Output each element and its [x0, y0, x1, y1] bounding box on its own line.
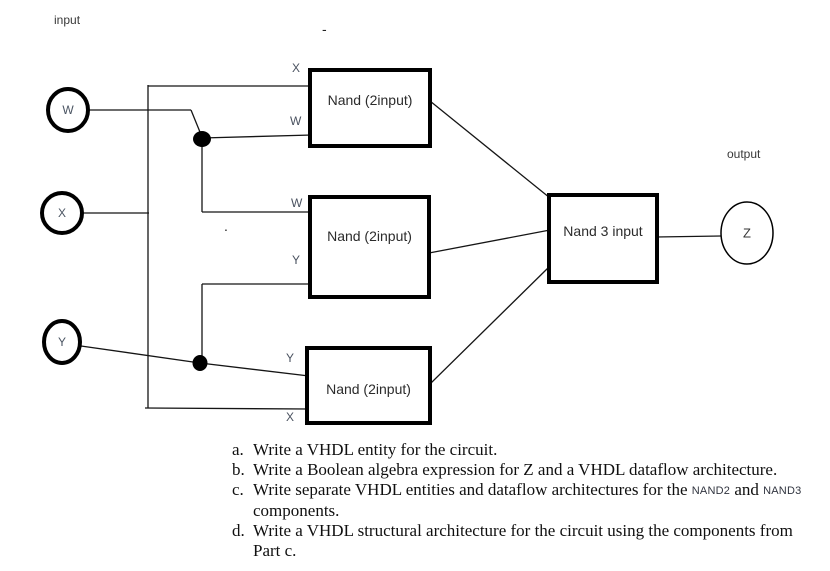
- question-d-letter: d.: [232, 521, 245, 540]
- wire-gate3-output: [430, 265, 551, 384]
- question-b-letter: b.: [232, 460, 245, 479]
- gate4-nand3-box: [547, 193, 659, 284]
- stray-dot-mark: .: [224, 218, 228, 234]
- gate3-port-y-label: Y: [286, 351, 295, 365]
- question-c: c. Write separate VHDL entities and data…: [232, 480, 801, 501]
- gate4-label: Nand 3 input: [563, 223, 643, 239]
- questions-list: a. Write a VHDL entity for the circuit. …: [232, 440, 801, 561]
- question-c-cont-text: components.: [253, 501, 340, 520]
- gate1-port-x-label: X: [292, 61, 301, 75]
- wire-y-to-gate3: [199, 362, 310, 377]
- junction-dots-layer: [192, 131, 211, 371]
- wire-x-to-gate3: [144, 407, 310, 410]
- wire-y-diagonal-1: [80, 345, 201, 364]
- output-node-z-label: Z: [743, 225, 751, 241]
- output-node-z-circle: [720, 201, 774, 265]
- question-d-cont-text: Part c.: [253, 541, 297, 560]
- question-c-text: Write separate VHDL entities and dataflo…: [253, 480, 801, 501]
- question-d-text: Write a VHDL structural architecture for…: [253, 521, 793, 540]
- gates-layer: [305, 68, 659, 425]
- gate3-nand2-box: [305, 346, 432, 425]
- wire-gate2-output: [428, 229, 551, 254]
- junction-dot-w: [193, 131, 211, 147]
- nodes-layer: [40, 87, 774, 365]
- input-caption: input: [54, 13, 81, 27]
- nand3-component-name: NAND3: [763, 485, 802, 497]
- question-d-continuation: Part c.: [232, 541, 801, 561]
- input-node-w-circle: [46, 87, 90, 133]
- gate1-nand2-box: [308, 68, 432, 148]
- gate3-label: Nand (2input): [326, 381, 411, 397]
- input-node-x-label: X: [57, 206, 67, 220]
- input-node-x-circle: [40, 191, 84, 235]
- question-d-cont-indent: [232, 541, 253, 561]
- question-c-letter: c.: [232, 480, 244, 499]
- gate2-port-y-label: Y: [292, 253, 301, 267]
- input-node-y-circle: [42, 319, 82, 365]
- question-c-text-mid: and: [730, 480, 764, 499]
- wire-w-to-gate1: [201, 134, 313, 139]
- gate2-label: Nand (2input): [327, 228, 412, 244]
- output-caption: output: [727, 147, 761, 161]
- stray-dash-mark: -: [322, 21, 327, 37]
- gate1-label: Nand (2input): [327, 92, 413, 108]
- junction-dot-y: [192, 355, 208, 371]
- gate2-nand2-box: [308, 195, 431, 299]
- nand2-component-name: NAND2: [691, 485, 731, 497]
- question-d: d. Write a VHDL structural architecture …: [232, 521, 801, 541]
- question-c-continuation: components.: [232, 501, 801, 521]
- gate3-port-x-label: X: [286, 410, 295, 424]
- wire-gate1-output: [429, 100, 551, 199]
- gate1-port-w-label: W: [290, 114, 302, 128]
- question-a-letter: a.: [232, 440, 244, 459]
- wires-layer: [80, 85, 722, 410]
- input-node-w-label: W: [62, 103, 74, 117]
- question-b-text: Write a Boolean algebra expression for Z…: [253, 460, 778, 479]
- gate2-port-w-label: W: [291, 196, 303, 210]
- question-c-text-start: Write separate VHDL entities and dataflo…: [253, 480, 692, 499]
- question-a-text: Write a VHDL entity for the circuit.: [253, 440, 498, 459]
- question-a: a. Write a VHDL entity for the circuit.: [232, 440, 801, 460]
- input-node-y-label: Y: [57, 335, 67, 349]
- wire-gate4-output: [655, 235, 722, 238]
- question-c-cont-indent: [232, 501, 253, 521]
- question-b: b. Write a Boolean algebra expression fo…: [232, 460, 801, 480]
